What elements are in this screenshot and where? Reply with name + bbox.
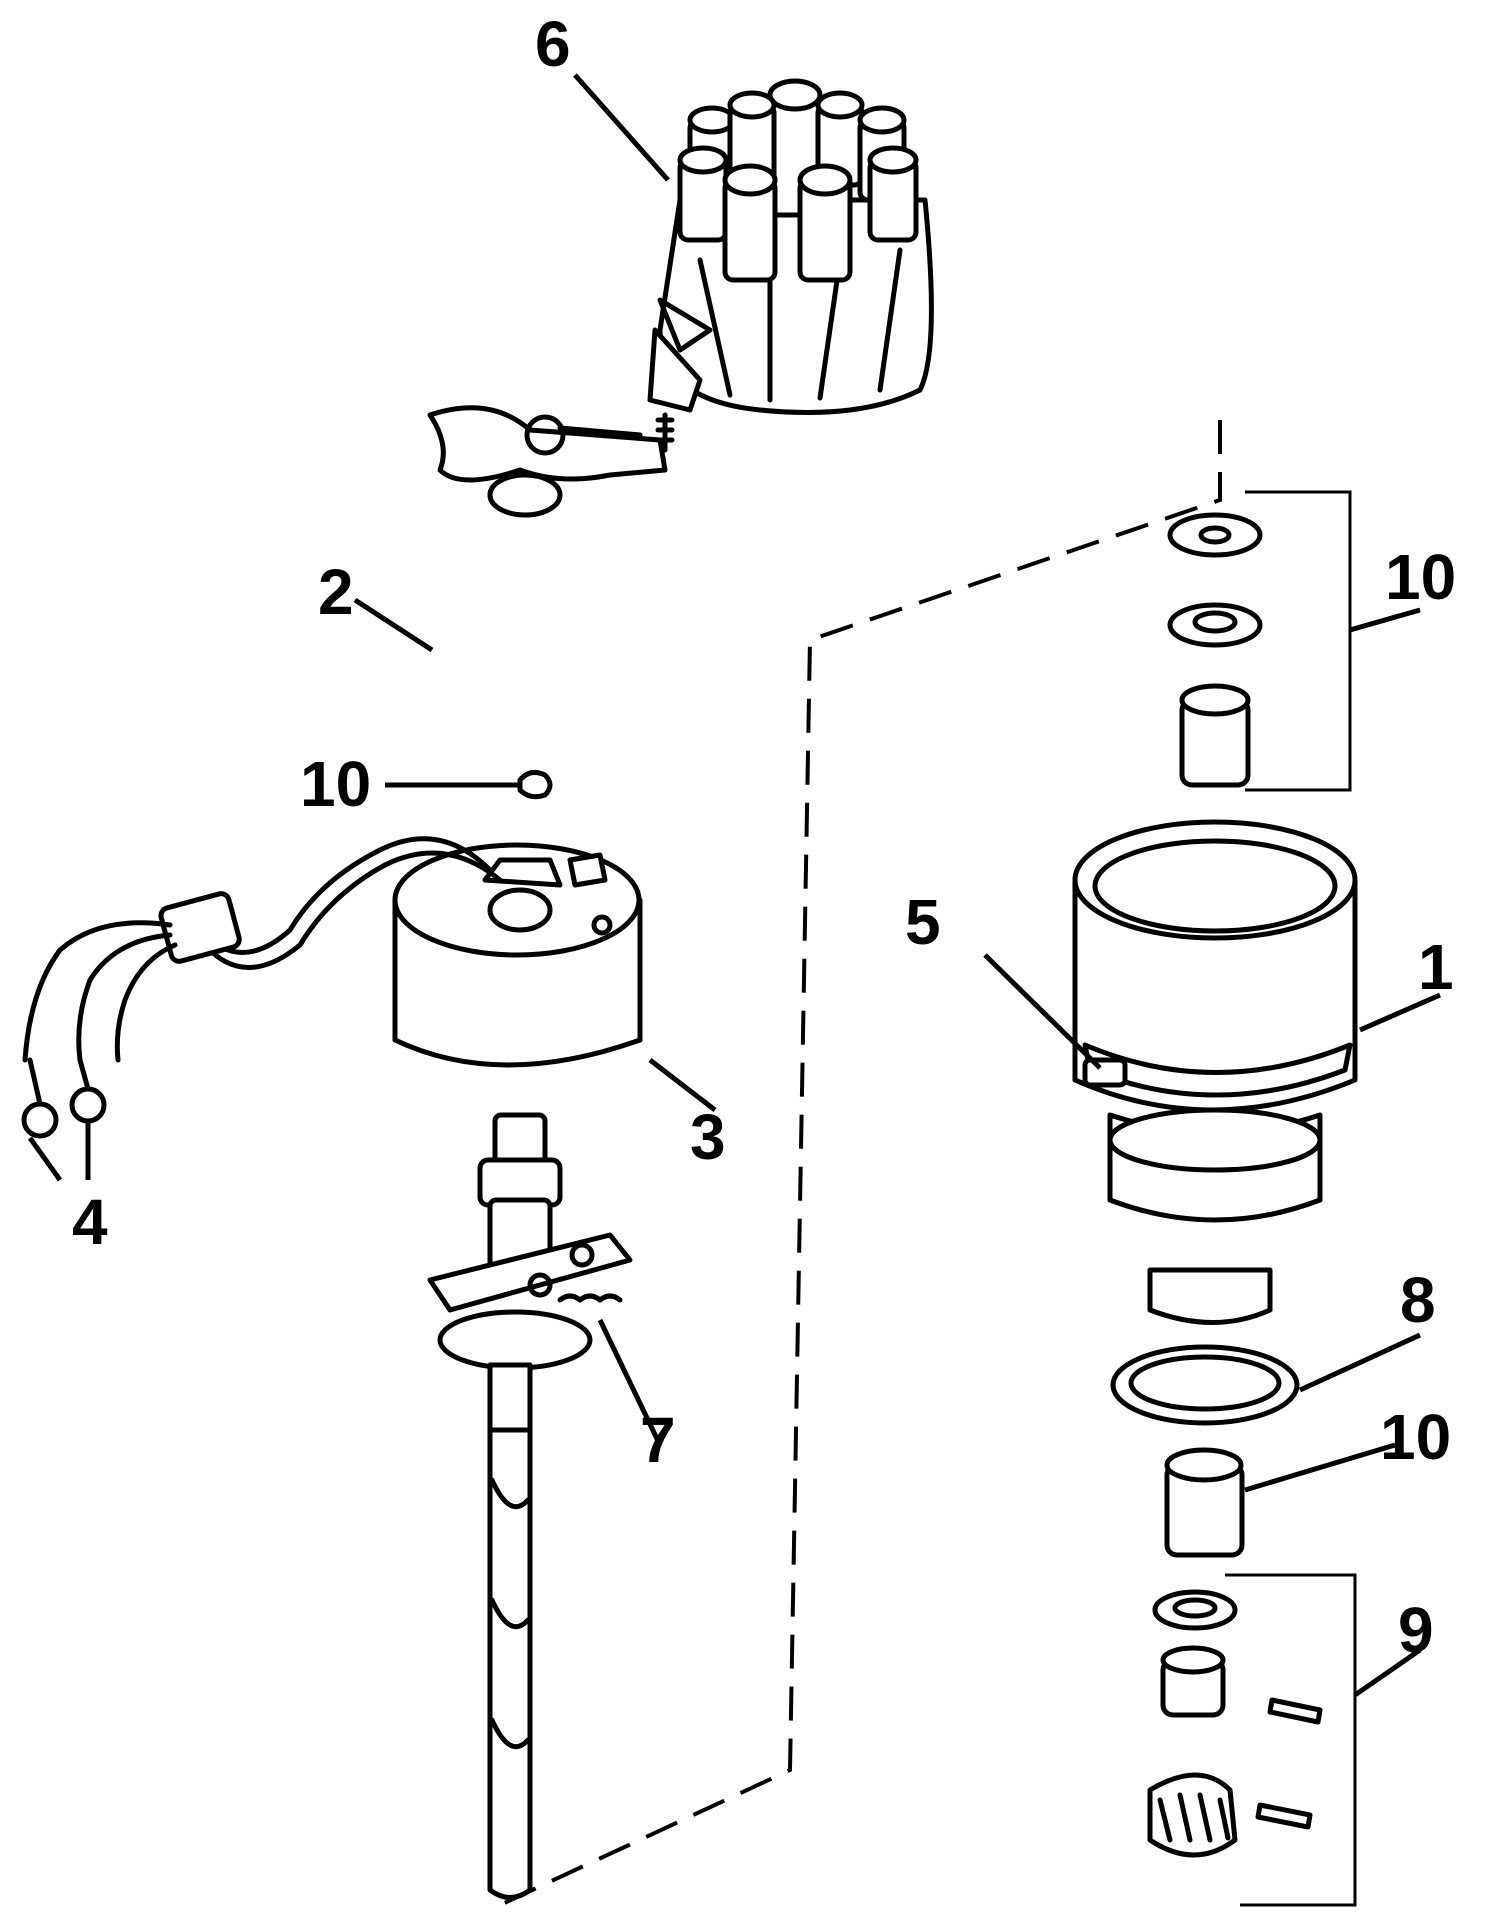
lower-bushing bbox=[1164, 1447, 1245, 1558]
distributor-shaft bbox=[427, 1112, 633, 1900]
callout-7: 7 bbox=[640, 1404, 676, 1476]
distributor-cap bbox=[647, 78, 934, 453]
callout-9: 9 bbox=[1398, 1594, 1434, 1666]
callout-3: 3 bbox=[690, 1101, 726, 1173]
rotor-clip bbox=[517, 769, 553, 800]
rotor bbox=[427, 405, 668, 518]
housing-pin bbox=[1082, 1057, 1128, 1088]
callout-2: 2 bbox=[318, 556, 354, 628]
wire-harness bbox=[21, 836, 503, 1139]
callout-6: 6 bbox=[535, 8, 571, 80]
callout-10-lower-bushing: 10 bbox=[1380, 1401, 1452, 1473]
upper-bushing-set bbox=[1167, 490, 1352, 792]
callout-5: 5 bbox=[905, 886, 941, 958]
callout-10-rotor-clip: 10 bbox=[300, 748, 372, 820]
distributor-housing bbox=[1072, 819, 1358, 1325]
callout-10-upper-bushings: 10 bbox=[1385, 541, 1457, 613]
callout-1: 1 bbox=[1418, 931, 1454, 1003]
pickup-coil bbox=[392, 842, 643, 1068]
callout-8: 8 bbox=[1400, 1264, 1436, 1336]
gear-kit bbox=[1147, 1573, 1357, 1907]
gasket bbox=[1110, 1344, 1300, 1426]
callout-4: 4 bbox=[72, 1186, 108, 1258]
alignment-line bbox=[499, 420, 1222, 1907]
leader-lines bbox=[27, 73, 1442, 1698]
